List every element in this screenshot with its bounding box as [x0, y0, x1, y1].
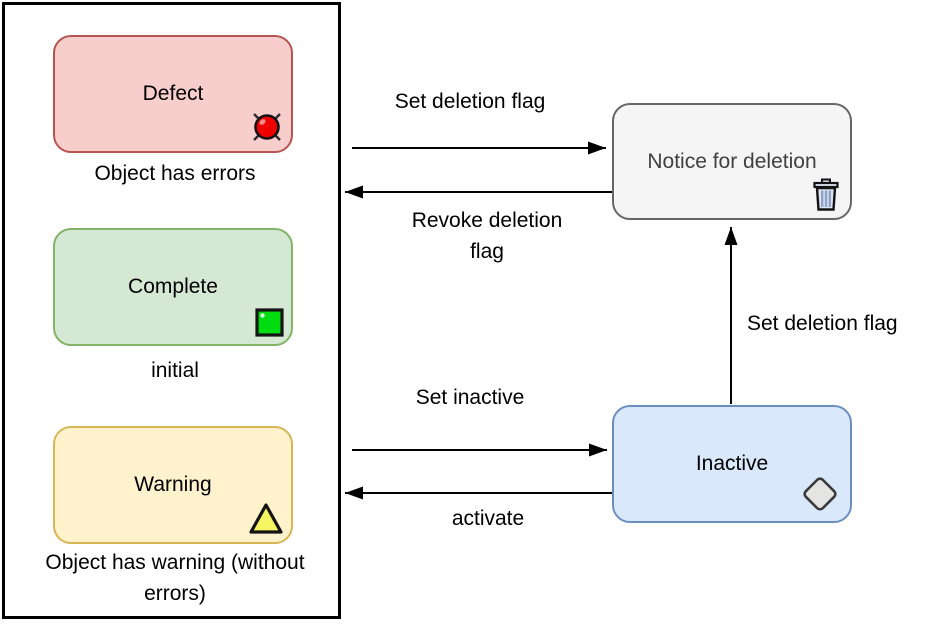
state-warning[interactable]: Warning — [53, 426, 293, 544]
state-warning-caption: Object has warning (without errors) — [45, 551, 305, 605]
edge-label-activate[interactable]: activate — [451, 507, 525, 530]
edge-label-set-deletion-flag[interactable]: Set deletion flag — [394, 90, 546, 113]
green-square-icon — [254, 307, 285, 338]
legend-panel: Defect Object has errors Complete — [2, 2, 341, 619]
state-warning-label: Warning — [134, 473, 212, 496]
bug-icon — [249, 109, 285, 145]
edge-label-revoke-deletion-flag[interactable]: Revoke deletion flag — [411, 209, 563, 263]
node-inactive-label: Inactive — [695, 452, 769, 475]
node-notice-for-deletion-label: Notice for deletion — [647, 149, 817, 173]
node-inactive[interactable]: Inactive — [612, 405, 852, 523]
state-defect-label: Defect — [142, 82, 204, 105]
state-complete-caption: initial — [151, 359, 199, 382]
edge-label-set-deletion-flag-vertical[interactable]: Set deletion flag — [747, 312, 898, 335]
trash-icon — [811, 178, 841, 212]
state-complete[interactable]: Complete — [53, 228, 293, 346]
state-defect-caption: Object has errors — [94, 162, 256, 185]
state-complete-label: Complete — [128, 275, 218, 298]
edge-label-set-inactive[interactable]: Set inactive — [415, 386, 525, 409]
warning-triangle-icon — [247, 501, 285, 536]
state-defect[interactable]: Defect — [53, 35, 293, 153]
diamond-icon — [799, 473, 841, 515]
node-notice-for-deletion[interactable]: Notice for deletion — [612, 103, 852, 220]
